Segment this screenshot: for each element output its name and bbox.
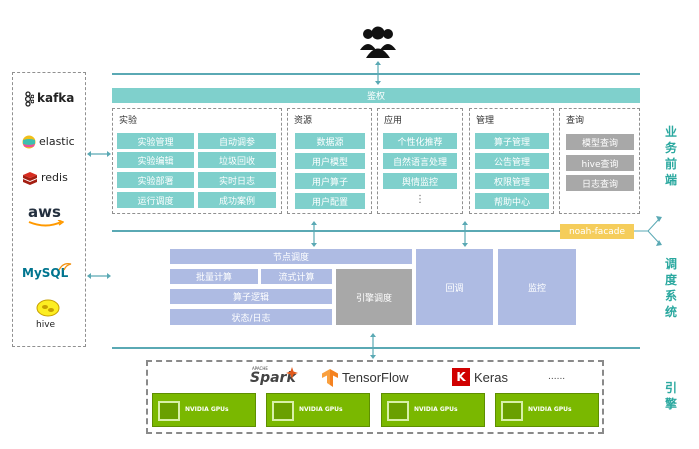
section-resource-title: 资源	[294, 116, 313, 126]
gpu-card-2: NVIDIA GPUs	[266, 393, 370, 427]
engine-schedule: 引擎调度	[336, 269, 412, 325]
btn-exp-deploy[interactable]: 实验部署	[117, 172, 194, 188]
status-log: 状态/日志	[170, 309, 332, 325]
aws-logo: aws	[28, 203, 78, 229]
engine-area	[146, 360, 604, 434]
section-experiment-title: 实验	[119, 116, 138, 126]
auth-bar: 鉴权	[112, 88, 640, 103]
gpu-chip-icon	[387, 401, 409, 421]
app-more-dots: ⋮	[415, 193, 425, 205]
btn-res-model[interactable]: 用户模型	[295, 153, 365, 169]
keras-logo: K Keras	[452, 368, 522, 388]
noah-facade: noah-facade	[560, 224, 634, 239]
gpu-chip-icon	[501, 401, 523, 421]
arrow-front-schedule-2	[460, 220, 470, 248]
btn-exp-schedule[interactable]: 运行调度	[117, 192, 194, 208]
btn-app-nlp[interactable]: 自然语言处理	[383, 153, 457, 169]
section-application-title: 应用	[384, 116, 403, 126]
spark-logo: APACHE Spark	[250, 366, 300, 388]
btn-exp-edit[interactable]: 实验编辑	[117, 152, 194, 168]
btn-exp-cases[interactable]: 成功案例	[198, 192, 276, 208]
monitor: 监控	[498, 249, 576, 325]
btn-exp-manage[interactable]: 实验管理	[117, 133, 194, 149]
side-label-front: 业务前端	[664, 125, 677, 187]
facade-arrows	[634, 214, 664, 248]
btn-exp-gc[interactable]: 垃圾回收	[198, 152, 276, 168]
callback: 回调	[416, 249, 493, 325]
btn-query-log[interactable]: 日志查询	[566, 175, 634, 191]
side-label-engine: 引擎	[664, 381, 677, 411]
divider-bottom	[112, 347, 640, 349]
stream-compute: 流式计算	[261, 269, 332, 284]
arrow-ds-front	[86, 144, 112, 157]
node-schedule: 节点调度	[170, 249, 412, 264]
btn-res-datasource[interactable]: 数据源	[295, 133, 365, 149]
btn-query-hive[interactable]: hive查询	[566, 155, 634, 171]
btn-mgmt-help[interactable]: 帮助中心	[475, 193, 549, 209]
divider-top	[112, 73, 640, 75]
btn-app-sentiment[interactable]: 舆情监控	[383, 173, 457, 189]
btn-res-config[interactable]: 用户配置	[295, 193, 365, 209]
btn-app-recommend[interactable]: 个性化推荐	[383, 133, 457, 149]
btn-res-operator[interactable]: 用户算子	[295, 173, 365, 189]
mysql-logo: MySQL	[22, 262, 82, 284]
engine-more: ......	[548, 372, 566, 382]
gpu-card-3: NVIDIA GPUs	[381, 393, 485, 427]
gpu-chip-icon	[158, 401, 180, 421]
gpu-chip-icon	[272, 401, 294, 421]
btn-exp-autotune[interactable]: 自动调参	[198, 133, 276, 149]
btn-mgmt-notice[interactable]: 公告管理	[475, 153, 549, 169]
datasource-panel	[12, 72, 86, 347]
section-query-title: 查询	[566, 116, 585, 126]
section-management-title: 管理	[476, 116, 495, 126]
btn-query-model[interactable]: 模型查询	[566, 134, 634, 150]
operator-logic: 算子逻辑	[170, 289, 332, 304]
gpu-card-1: NVIDIA GPUs	[152, 393, 256, 427]
hive-logo: hive	[32, 298, 72, 334]
btn-exp-log[interactable]: 实时日志	[198, 172, 276, 188]
arrow-ds-schedule	[86, 266, 112, 279]
divider-middle	[112, 230, 560, 232]
kafka-logo: kafka	[22, 90, 82, 108]
redis-logo: redis	[22, 170, 82, 186]
batch-compute: 批量计算	[170, 269, 258, 284]
users-icon	[358, 24, 398, 58]
gpu-card-4: NVIDIA GPUs	[495, 393, 599, 427]
side-label-schedule: 调度系统	[664, 257, 677, 319]
auth-label: 鉴权	[366, 92, 385, 102]
arrow-schedule-engine	[368, 332, 378, 360]
tensorflow-logo: TensorFlow	[322, 368, 432, 388]
btn-mgmt-operator[interactable]: 算子管理	[475, 133, 549, 149]
btn-mgmt-permission[interactable]: 权限管理	[475, 173, 549, 189]
elastic-logo: elastic	[22, 134, 82, 150]
arrow-front-schedule-1	[309, 220, 319, 248]
